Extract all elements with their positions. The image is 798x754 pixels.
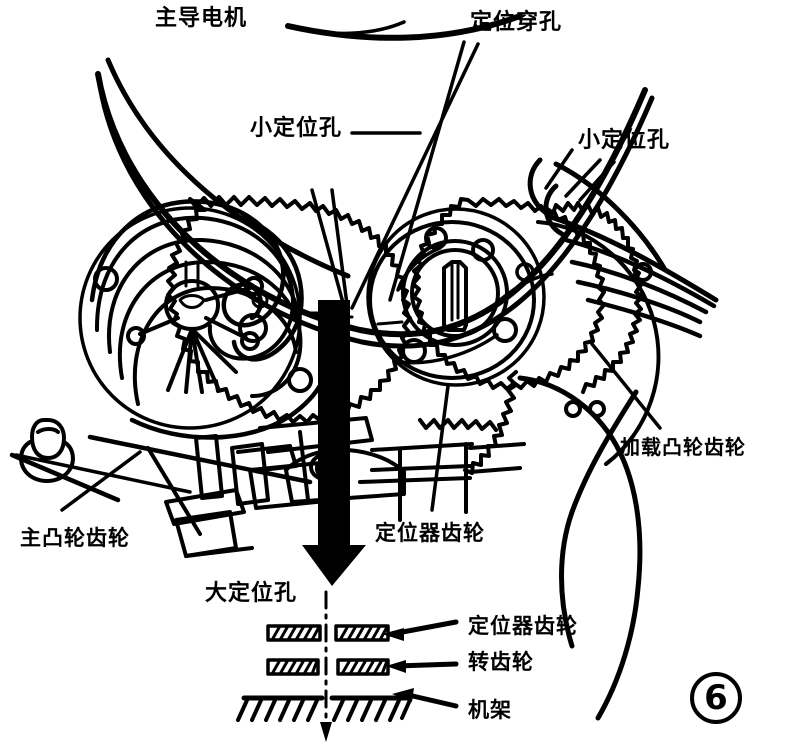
main-gear-hole-c [287, 367, 313, 393]
positioner-hole-b [471, 238, 495, 262]
rail-right2 [468, 466, 522, 474]
follower-ledge2 [370, 442, 474, 452]
load-cam-small-hole [633, 262, 653, 282]
legend-label-frame: 机架 [468, 698, 512, 722]
legend-axis-arrowhead [320, 722, 332, 742]
leader-load-cam-gear [590, 342, 662, 430]
load-cam-arc-2 [545, 213, 719, 303]
bracket-block-1 [164, 488, 246, 526]
leader-main-cam-gear-b [60, 450, 142, 512]
leader-positioning-hole-b [388, 40, 466, 302]
leader-positioning-hole [350, 42, 480, 310]
positioner-shaft [442, 260, 468, 332]
label-positioner-gear: 定位器齿轮 [375, 521, 485, 545]
bracket-lower-edge [184, 546, 254, 558]
load-cam-arc-6 [585, 297, 703, 339]
bracket-block-3 [194, 434, 224, 500]
label-large-locating-hole: 大定位孔 [205, 581, 298, 606]
leader-main-drive-motor [291, 20, 406, 36]
legend-arrows [382, 619, 459, 709]
main-gear-hole-b [238, 313, 268, 343]
label-load-cam-gear: 加载凸轮齿轮 [620, 435, 746, 459]
leader-small-loc-hole-1b [310, 188, 347, 312]
load-cam-profile [517, 375, 643, 721]
load-cam-curl2 [543, 183, 565, 237]
load-cam-gear-assembly [463, 157, 719, 721]
top-housing-arcs [95, 13, 655, 349]
main-cam-groove-band1 [94, 215, 295, 361]
flow-arrow-down [302, 300, 366, 586]
load-cam-hole-2 [588, 400, 606, 418]
legend-row-positioner [266, 624, 390, 642]
drawing-ink [9, 13, 719, 742]
load-cam-arc-4 [569, 259, 709, 315]
label-positioning-hole: 定位穿孔 [470, 10, 563, 35]
misc-detail-marks [304, 311, 354, 319]
label-small-locating-hole-right: 小定位孔 [578, 128, 671, 153]
load-cam-arc-5 [575, 279, 703, 325]
legend-cross-section [236, 590, 459, 742]
leader-main-cam-gear [14, 453, 192, 494]
leader-small-loc-hole-1c [330, 188, 350, 314]
figure-number-value: 6 [690, 672, 742, 724]
rail-right [468, 442, 526, 450]
main-cam-groove-lobe-right [231, 213, 304, 362]
main-cam-gear-teeth [166, 195, 412, 424]
load-cam-gear-rim [536, 220, 661, 466]
load-cam-profile-inner [559, 389, 639, 649]
positioner-hub-inner [410, 248, 500, 338]
leader-small-loc-hole-2c [578, 160, 616, 202]
support-bar-left [9, 452, 121, 503]
positioner-gear-rim [366, 207, 546, 387]
load-cam-arc-3 [563, 237, 717, 309]
follower-crossbar [370, 464, 472, 472]
load-cam-arc-1 [553, 161, 667, 271]
label-main-cam-gear: 主凸轮齿轮 [20, 526, 130, 550]
main-cam-gear-hub [126, 260, 269, 394]
positioner-hole-d [492, 317, 518, 343]
positioner-gear-flange [368, 220, 536, 380]
left-pin-post [30, 418, 66, 460]
load-cam-hole-1 [564, 400, 582, 418]
follower-ledge [358, 476, 472, 484]
label-small-locating-hole-left: 小定位孔 [250, 116, 343, 141]
load-cam-gear-teeth [544, 201, 644, 394]
main-gear-hole-a [93, 266, 119, 292]
main-cam-gear-assembly [78, 195, 412, 440]
legend-label-positioner-gear: 定位器齿轮 [468, 614, 578, 638]
load-cam-curl [527, 157, 551, 217]
leader-small-loc-hole-2b [564, 158, 602, 198]
main-cam-groove-band2 [107, 237, 300, 354]
load-cam-sector-teeth [463, 370, 518, 475]
legend-row-frame [236, 695, 413, 722]
legend-label-rotating-gear: 转齿轮 [468, 650, 534, 674]
bracket-block-4 [230, 442, 270, 506]
leader-lines [14, 20, 662, 512]
figure-number: 6 [690, 672, 742, 724]
leader-positioner-gear-1 [430, 384, 450, 512]
legend-row-rotating [266, 658, 390, 676]
leader-small-loc-hole-2 [544, 148, 574, 190]
rack-teeth-strip [418, 418, 498, 432]
main-cam-groove-outer [89, 199, 286, 328]
label-main-drive-motor: 主导电机 [155, 6, 248, 31]
bracket-flange [298, 430, 310, 502]
